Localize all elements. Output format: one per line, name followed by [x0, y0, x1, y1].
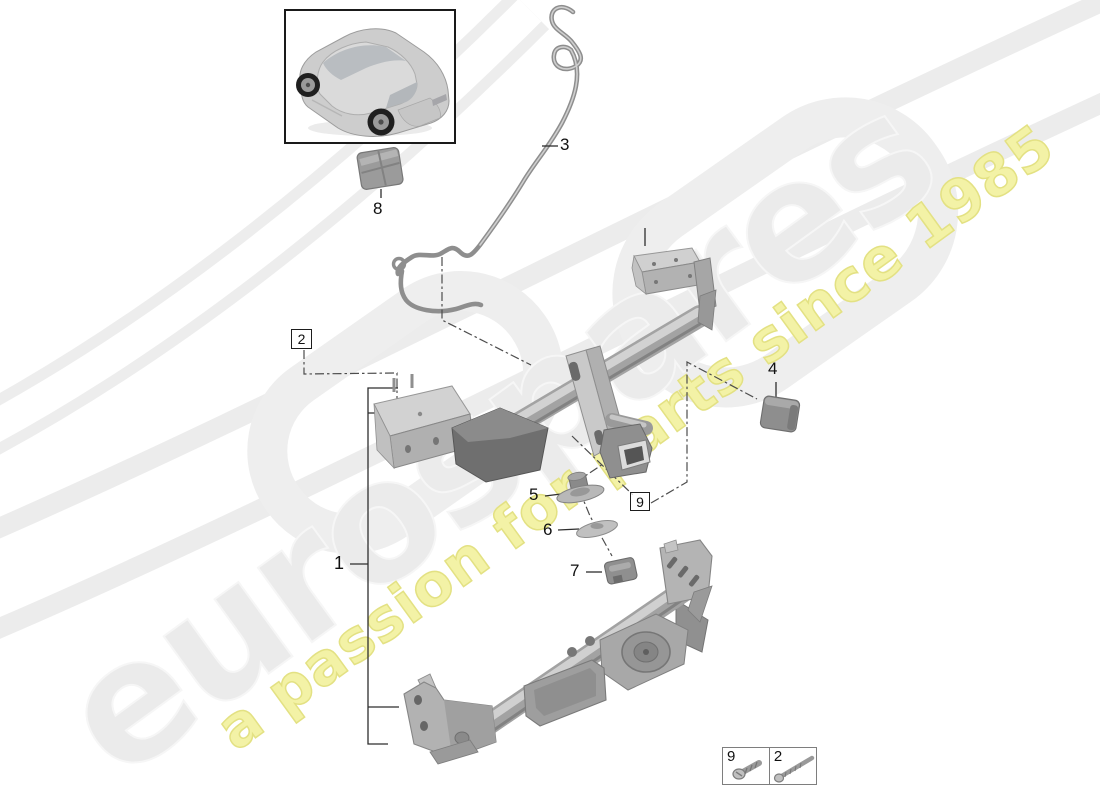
callout-part5[interactable]: 5 [529, 485, 539, 504]
right-mounting-bracket [631, 247, 717, 331]
fastener-legend: 9 2 [722, 747, 817, 785]
leader-lines [350, 145, 777, 745]
callout-part9[interactable]: 9 [630, 492, 650, 511]
lower-right-bracket [659, 539, 713, 623]
legend-cell-screw-9[interactable]: 9 [722, 747, 770, 785]
release-cable-part3 [391, 4, 584, 314]
lower-hitch-assembly [403, 539, 713, 765]
clamp-part7 [604, 557, 638, 585]
callout-part8[interactable]: 8 [373, 199, 383, 218]
callout-part3[interactable]: 3 [560, 135, 570, 154]
short-hex-bolt-icon [732, 760, 762, 780]
left-mounting-bracket [373, 374, 549, 483]
dash-dot-locator-lines [303, 257, 758, 557]
legend-label-9: 9 [727, 748, 736, 765]
callout-part2[interactable]: 2 [291, 329, 312, 349]
grommet-part5 [556, 471, 605, 504]
washer-part6 [576, 520, 618, 538]
long-hex-bolt-icon [773, 755, 815, 783]
upper-hitch-assembly [373, 247, 717, 483]
receiver-cap-part4 [759, 395, 801, 433]
callout-part6[interactable]: 6 [543, 520, 553, 539]
legend-label-2: 2 [773, 748, 783, 765]
callout-part4[interactable]: 4 [768, 359, 778, 378]
lower-left-bracket [403, 673, 497, 765]
callout-part7[interactable]: 7 [570, 561, 580, 580]
center-receiver-bracket [565, 345, 653, 479]
control-module-part8 [356, 147, 404, 190]
actuator-module [523, 613, 689, 727]
legend-cell-screw-2[interactable]: 2 [768, 747, 817, 785]
vehicle-thumbnail [284, 9, 456, 144]
callout-part1[interactable]: 1 [334, 553, 345, 573]
